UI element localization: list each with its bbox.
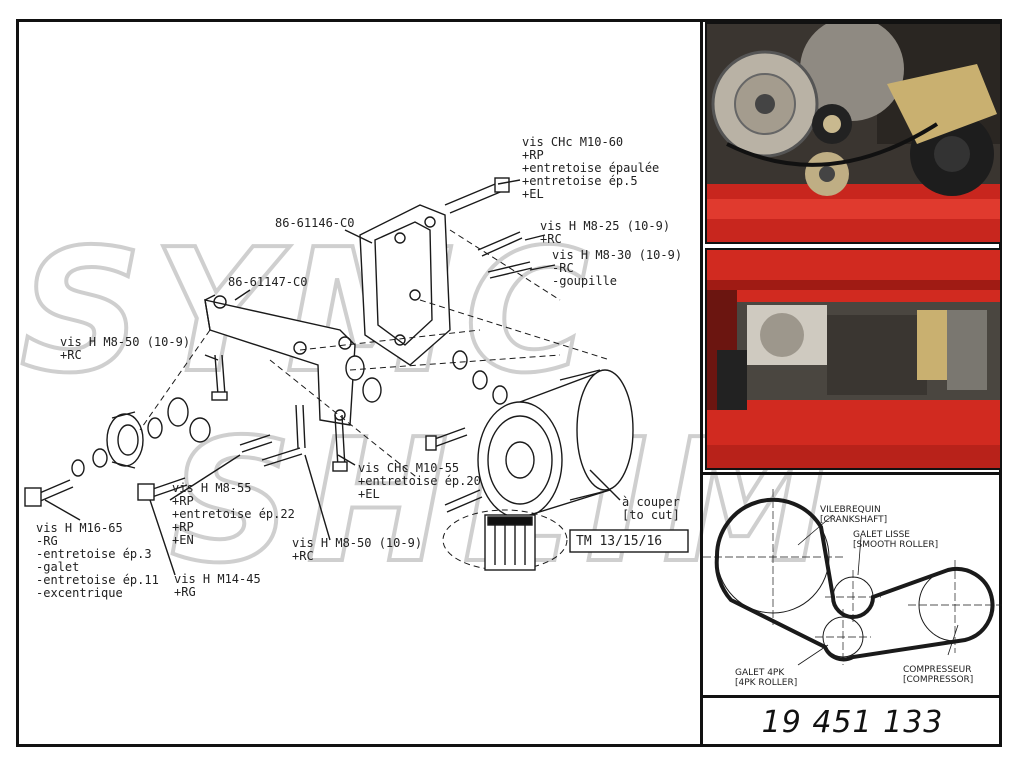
label-compressor: COMPRESSEUR [COMPRESSOR] [903,665,974,685]
label-4pk-roller: GALET 4PK [4PK ROLLER] [735,668,798,688]
label-crankshaft: VILEBREQUIN [CRANKSHAFT] [820,505,888,525]
label-screw-m8-55: vis H M8-55 +RP +entretoise ép.22 +RP +E… [172,481,295,547]
exploded-drawing [24,177,689,576]
reference-box: 19 451 133 [703,695,1002,747]
frame-divider [700,19,703,747]
label-screw-m16-65: vis H M16-65 -RG -entretoise ép.3 -galet… [36,521,159,600]
label-screw-m8-30: vis H M8-30 (10-9) -RC -goupille [552,248,683,288]
photo-engine-pulleys [705,22,1002,244]
reference-number: 19 451 133 [761,705,944,740]
label-cut-note: à couper [to cut] [622,495,680,522]
label-screw-m10-55: vis CHc M10-55 +entretoise ép.20 +EL [358,461,481,501]
label-part-86-61147: 86-61147-C0 [228,275,308,289]
label-screw-m8-50-left: vis H M8-50 (10-9) +RC [60,335,191,362]
label-screw-m10-60: vis CHc M10-60 +RP +entretoise épaulée +… [522,135,660,201]
label-screw-m8-50-bottom: vis H M8-50 (10-9) +RC [292,536,423,563]
label-tm-note: TM 13/15/16 [576,534,663,549]
label-part-86-61146: 86-61146-C0 [275,216,355,230]
svg-text:SYMC: SYMC [20,213,599,411]
photo-engine-frame [705,248,1002,470]
label-screw-m8-25: vis H M8-25 (10-9) +RC [540,219,671,246]
belt-routing-diagram: VILEBREQUIN [CRANKSHAFT] GALET LISSE [SM… [703,472,1002,697]
label-screw-m14-45: vis H M14-45 +RG [174,572,261,599]
label-smooth-roller: GALET LISSE [SMOOTH ROLLER] [853,530,939,550]
